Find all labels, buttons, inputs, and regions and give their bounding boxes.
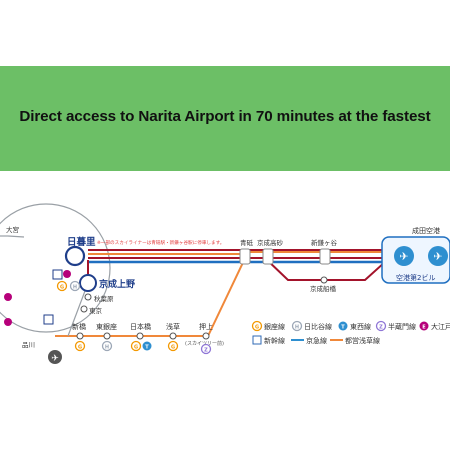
svg-text:E: E: [422, 325, 426, 331]
badge-nihombashi: G T: [130, 340, 152, 352]
banner-title: Direct access to Narita Airport in 70 mi…: [19, 108, 431, 125]
badge-higashi-ginza: [101, 340, 113, 352]
legend: G 銀座線 H 日比谷線 T 東西線 Z 半蔵門線 E 大江戸 新幹線 京急線 …: [251, 320, 450, 345]
omiya-label: 大宮: [6, 225, 19, 234]
badge-asakusa: [167, 340, 179, 352]
asakusa-marker: [169, 332, 177, 340]
shimbashi-marker: [76, 332, 84, 340]
legend-tozai: 東西線: [350, 322, 371, 331]
svg-text:G: G: [78, 345, 82, 351]
akihabara-marker: [84, 293, 92, 301]
badge-oshiage: [200, 343, 212, 355]
nippori-marker: [64, 245, 86, 267]
svg-text:G: G: [255, 325, 259, 331]
keisei-ueno-label: 京成上野: [99, 278, 135, 290]
shin-kamagaya-label: 新鎌ヶ谷: [311, 238, 338, 247]
yamanote-loop: [0, 203, 111, 333]
legend-shinkansen: 新幹線: [264, 336, 285, 345]
badge-shinagawa: [43, 314, 54, 325]
shin-kamagaya-marker: [319, 248, 331, 265]
oshiage-label: 押上: [199, 322, 213, 331]
takasago-label: 京成高砂: [257, 238, 284, 247]
tokyo-marker: [80, 305, 88, 313]
svg-text:G: G: [171, 345, 175, 351]
badge-west-oedo-2: [4, 318, 12, 326]
shimbashi-label: 新橋: [72, 322, 86, 331]
svg-text:T: T: [145, 345, 149, 351]
oshiage-marker: [202, 332, 210, 340]
aoto-marker: [239, 248, 251, 265]
legend-oedo: 大江戸: [431, 322, 450, 331]
badge-ueno: G H: [56, 280, 81, 292]
legend-hanzomon: 半蔵門線: [388, 322, 416, 331]
oshiage-sublabel: (スカイツリー前): [185, 340, 224, 347]
omiya-line: [7, 235, 25, 238]
svg-text:Z: Z: [379, 325, 383, 331]
legend-keikyu: 京急線: [306, 336, 327, 345]
svg-text:Z: Z: [204, 348, 208, 354]
skyliner-note: ※一部のスカイライナーは青砥駅・新鎌ヶ谷駅に停車します。: [97, 239, 224, 246]
badge-shimbashi: [74, 340, 86, 352]
funabashi-marker: [320, 276, 328, 284]
badge-west-oedo: [4, 293, 12, 301]
legend-hibiya: 日比谷線: [304, 322, 332, 331]
svg-text:G: G: [60, 285, 64, 291]
takasago-marker: [262, 248, 274, 265]
tokyo-label: 東京: [89, 306, 103, 315]
svg-text:G: G: [134, 345, 138, 351]
svg-text:✈: ✈: [433, 250, 442, 263]
airport-terminal2-icon: [394, 246, 414, 266]
svg-text:✈: ✈: [51, 354, 59, 364]
nihombashi-marker: [136, 332, 144, 340]
svg-text:T: T: [341, 325, 345, 331]
legend-toei-asakusa: 都営浅草線: [345, 336, 380, 345]
svg-text:H: H: [105, 345, 109, 351]
narita-airport-label: 成田空港: [412, 226, 440, 235]
airport-narita-icon: [428, 246, 448, 266]
svg-text:H: H: [295, 325, 299, 331]
shinagawa-label: 品川: [22, 341, 35, 349]
haneda-icon: [48, 350, 62, 364]
terminal2-label: 空港第2ビル: [396, 273, 435, 282]
funabashi-label: 京成船橋: [310, 284, 337, 293]
keisei-ueno-marker: [79, 274, 97, 292]
nippori-label: 日暮里: [67, 236, 96, 248]
asakusa-label: 浅草: [166, 322, 180, 331]
akihabara-label: 秋葉原: [94, 294, 114, 303]
aoto-label: 青砥: [240, 238, 254, 247]
legend-ginza: 銀座線: [264, 322, 285, 331]
nihombashi-label: 日本橋: [130, 322, 151, 331]
higashi-ginza-label: 東銀座: [96, 322, 117, 331]
asakusa-line: [55, 251, 385, 337]
header-banner: Direct access to Narita Airport in 70 mi…: [0, 66, 450, 171]
svg-text:✈: ✈: [399, 250, 408, 263]
badge-nippori-a: [52, 269, 71, 280]
higashi-ginza-marker: [103, 332, 111, 340]
svg-text:H: H: [73, 285, 77, 291]
